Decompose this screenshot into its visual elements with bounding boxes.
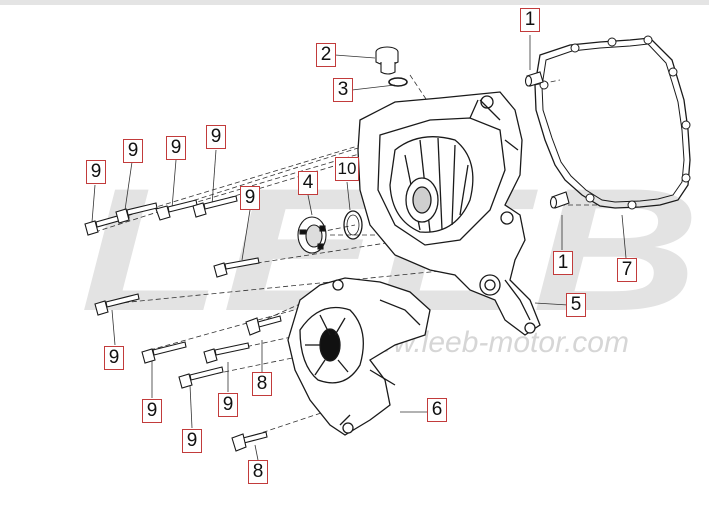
bolts bbox=[84, 195, 282, 452]
gasket-bolt-holes bbox=[539, 35, 691, 210]
callout-3: 3 bbox=[333, 78, 353, 102]
callout-9-b: 9 bbox=[123, 139, 143, 163]
callout-9-f: 9 bbox=[104, 346, 124, 370]
callout-9-a: 9 bbox=[86, 160, 106, 184]
seal-ring-inner bbox=[346, 214, 360, 236]
bolt-2 bbox=[115, 202, 158, 224]
callout-9-c: 9 bbox=[166, 136, 186, 160]
bolt-4 bbox=[192, 195, 238, 218]
callout-2: 2 bbox=[316, 43, 336, 67]
callout-1-top: 1 bbox=[520, 8, 540, 32]
callout-9-g: 9 bbox=[142, 399, 162, 423]
callout-9-i: 9 bbox=[182, 429, 202, 453]
callout-9-e: 9 bbox=[240, 186, 260, 210]
bolt-11 bbox=[231, 431, 268, 452]
bolt-8 bbox=[203, 342, 250, 364]
callout-9-d: 9 bbox=[206, 125, 226, 149]
callout-4: 4 bbox=[298, 171, 318, 195]
gasket-part bbox=[534, 37, 691, 209]
crankcase-cover bbox=[357, 91, 541, 336]
callout-9-h: 9 bbox=[218, 393, 238, 417]
oil-plug bbox=[375, 46, 399, 75]
callout-7: 7 bbox=[617, 258, 637, 282]
plug-cap bbox=[297, 216, 327, 254]
bolt-5 bbox=[213, 257, 260, 278]
callout-1-bottom: 1 bbox=[553, 251, 573, 275]
bolt-9 bbox=[178, 366, 224, 389]
top-bar bbox=[0, 0, 709, 5]
callout-leaders bbox=[91, 35, 627, 461]
dowel-pins bbox=[524, 71, 570, 209]
bolt-6 bbox=[94, 293, 140, 316]
bolt-7 bbox=[141, 341, 187, 364]
o-ring-small bbox=[388, 77, 408, 87]
sprocket-cover bbox=[287, 277, 431, 436]
callout-8-a: 8 bbox=[252, 372, 272, 396]
callout-5: 5 bbox=[566, 293, 586, 317]
callout-10: 10 bbox=[335, 157, 359, 181]
callout-8-b: 8 bbox=[248, 460, 268, 484]
gasket-inner-edge bbox=[541, 43, 685, 203]
callout-6: 6 bbox=[427, 398, 447, 422]
seal-ring bbox=[343, 210, 363, 240]
bolt-10 bbox=[245, 315, 282, 336]
